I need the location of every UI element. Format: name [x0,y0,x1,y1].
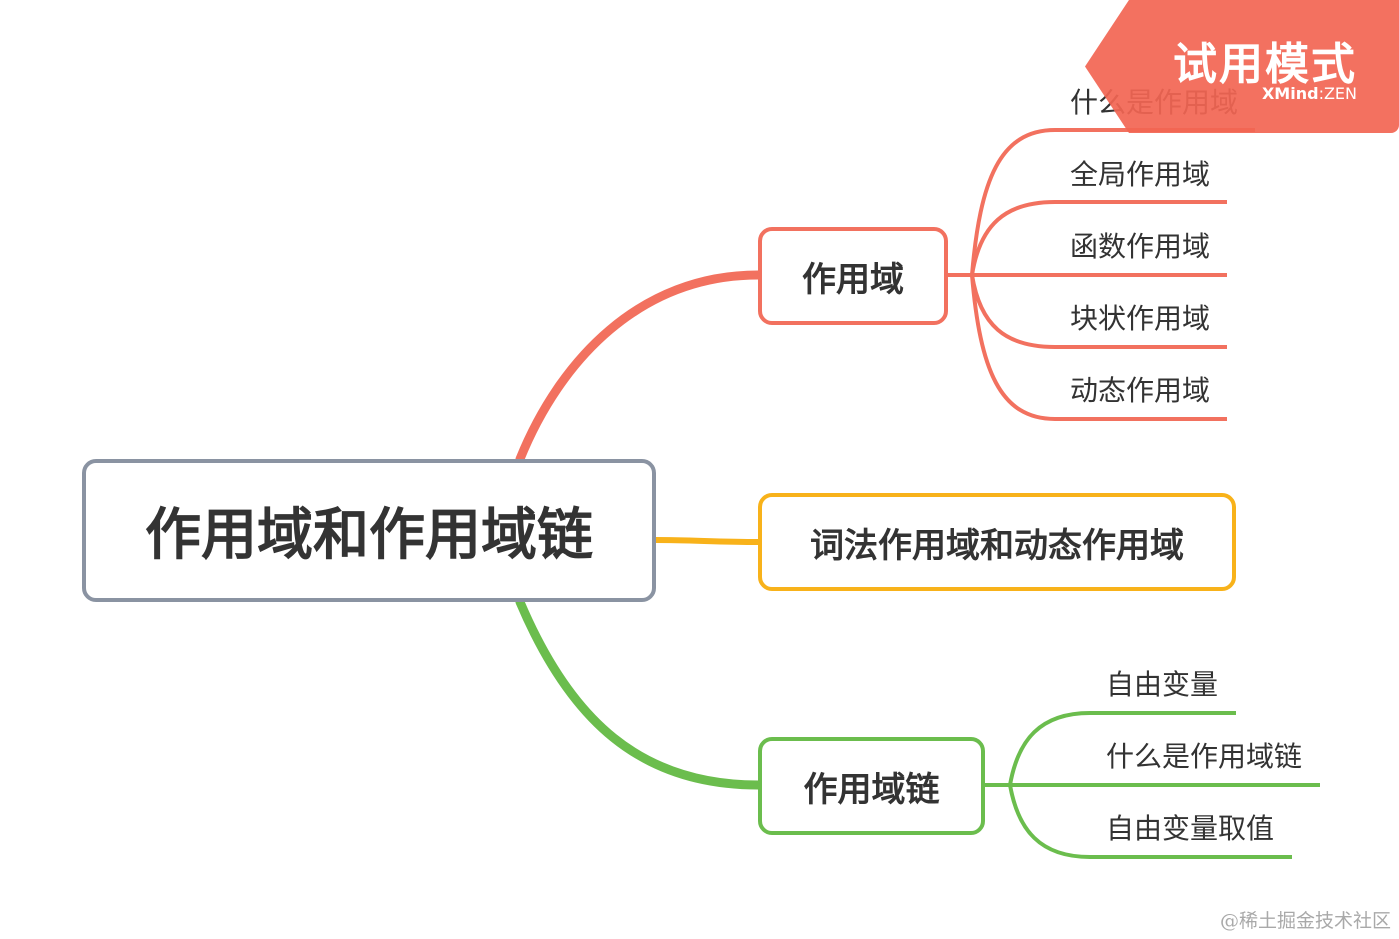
leaf-what-is-scope-chain[interactable]: 什么是作用域链 [1106,740,1303,773]
leaf-block-scope[interactable]: 块状作用域 [1070,302,1211,335]
leaf-global-scope[interactable]: 全局作用域 [1070,158,1211,191]
leaf-dynamic-scope[interactable]: 动态作用域 [1070,374,1211,407]
edge-scope-leaf-1 [948,128,1255,277]
branch-scope[interactable]: 作用域 [758,227,948,325]
edge-chain-leaf-3 [1008,784,1292,859]
leaf-free-variable[interactable]: 自由变量 [1106,668,1219,701]
leaf-function-scope[interactable]: 函数作用域 [1070,230,1211,263]
trial-mode-badge [1085,0,1399,133]
edge-scope-leaf-5 [970,274,1227,421]
leaf-free-variable-value[interactable]: 自由变量取值 [1106,812,1275,845]
edge-central-lexical [655,537,759,545]
watermark: @稀土掘金技术社区 [1219,910,1391,932]
edge-scope-leaf-2 [970,200,1227,276]
branch-scope-chain[interactable]: 作用域链 [758,737,985,835]
edge-central-chain [515,597,763,790]
xmind-zen-logo: XMind:ZEN [1261,84,1357,103]
trial-mode-title: 试用模式 [1173,39,1357,90]
branch-lexical-dynamic-scope[interactable]: 词法作用域和动态作用域 [758,493,1236,591]
edge-scope-leaf-4 [970,274,1227,349]
edge-chain-leaf-1 [985,711,1236,787]
central-topic[interactable]: 作用域和作用域链 [82,459,656,602]
edge-central-scope [515,270,763,464]
